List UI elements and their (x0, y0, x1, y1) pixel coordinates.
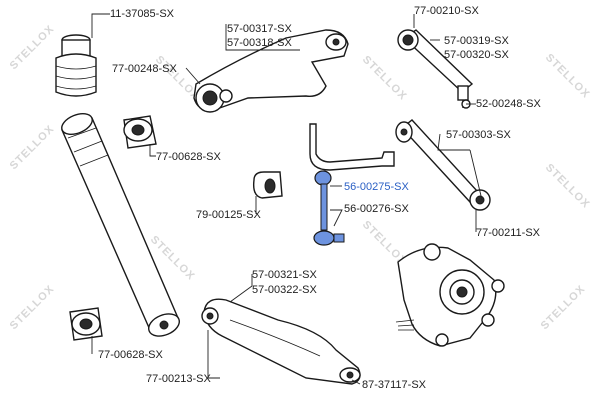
label-56-00276[interactable]: 56-00276-SX (344, 203, 409, 215)
label-57-00318[interactable]: 57-00318-SX (227, 37, 292, 49)
stabilizer-bar-part[interactable] (309, 123, 395, 171)
watermark: STELLOX (539, 283, 588, 332)
knuckle-part[interactable] (395, 243, 505, 347)
label-11-37085[interactable]: 11-37085-SX (110, 8, 175, 20)
watermark: STELLOX (543, 162, 592, 211)
label-57-00321[interactable]: 57-00321-SX (252, 269, 317, 281)
shock-absorber-part[interactable] (59, 110, 183, 341)
label-77-00213[interactable]: 77-00213-SX (146, 373, 211, 385)
watermark: STELLOX (8, 23, 57, 72)
bump-stop-part[interactable] (55, 34, 97, 97)
label-57-00322[interactable]: 57-00322-SX (252, 284, 317, 296)
bushing-part-upper[interactable] (123, 115, 157, 149)
watermark: STELLOX (8, 283, 57, 332)
watermark: STELLOX (360, 54, 409, 103)
label-52-00248[interactable]: 52-00248-SX (476, 98, 541, 110)
label-57-00319[interactable]: 57-00319-SX (444, 35, 509, 47)
label-77-00628-upper[interactable]: 77-00628-SX (156, 151, 221, 163)
stabilizer-bushing-part[interactable] (252, 171, 283, 199)
label-79-00125[interactable]: 79-00125-SX (196, 209, 261, 221)
part-labels: 11-37085-SX 77-00248-SX 57-00317-SX 57-0… (98, 5, 541, 391)
lateral-link-part[interactable] (395, 119, 491, 211)
lower-arm-part[interactable] (201, 298, 361, 385)
label-77-00628-lower[interactable]: 77-00628-SX (98, 349, 163, 361)
upper-arm-part[interactable] (193, 29, 349, 113)
watermark: STELLOX (543, 52, 592, 101)
label-87-37117[interactable]: 87-37117-SX (362, 379, 427, 391)
label-77-00248[interactable]: 77-00248-SX (112, 63, 177, 75)
label-77-00211[interactable]: 77-00211-SX (476, 227, 541, 239)
label-57-00320[interactable]: 57-00320-SX (444, 49, 509, 61)
stabilizer-link-part[interactable] (313, 170, 345, 246)
label-77-00210[interactable]: 77-00210-SX (414, 5, 479, 17)
watermark: STELLOX (8, 123, 57, 172)
label-56-00275[interactable]: 56-00275-SX (344, 181, 409, 193)
label-57-00303[interactable]: 57-00303-SX (446, 129, 511, 141)
label-57-00317[interactable]: 57-00317-SX (227, 23, 292, 35)
bushing-part-lower[interactable] (69, 307, 103, 341)
leader-lines (91, 13, 483, 385)
upper-link-part[interactable] (397, 29, 474, 109)
